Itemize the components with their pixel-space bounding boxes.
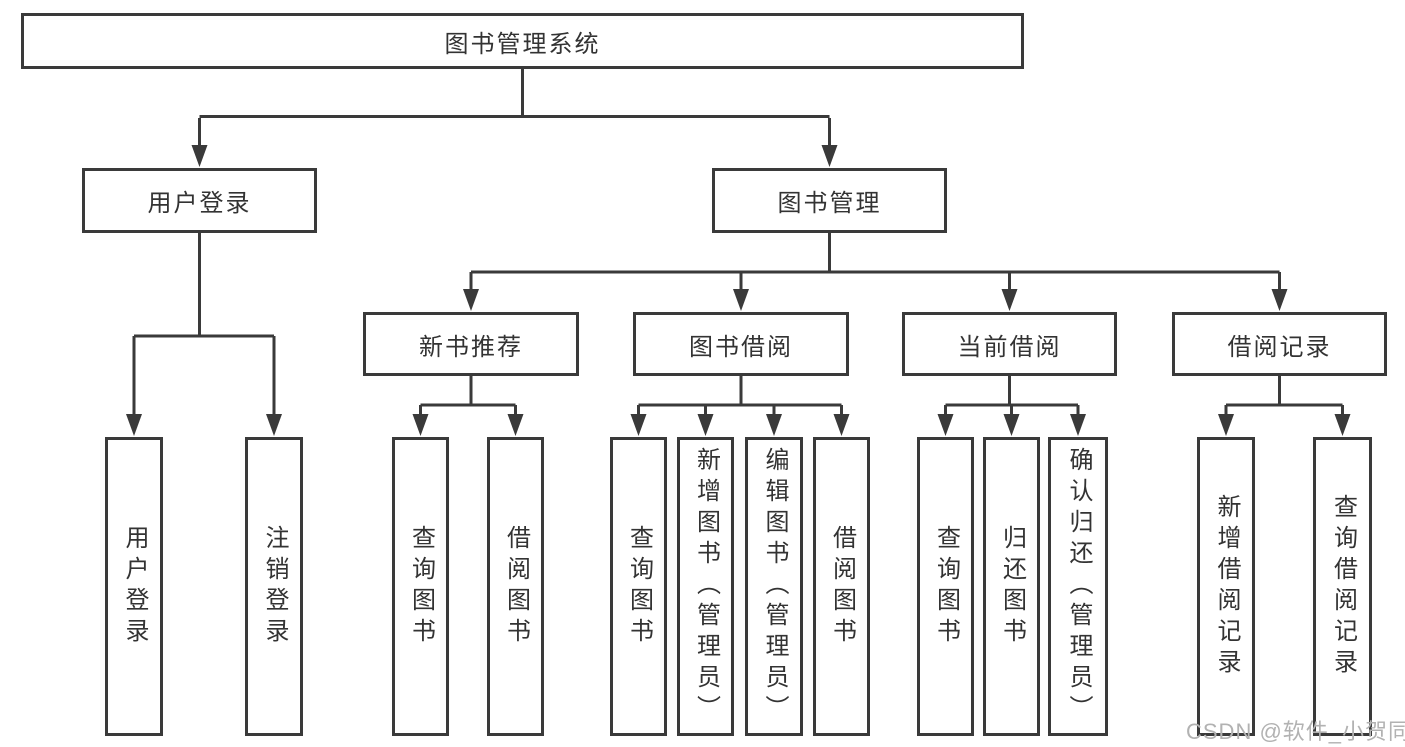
node-root: 图书管理系统 xyxy=(21,13,1024,69)
leaf-add-borrow-record: 新增借阅记录 xyxy=(1197,437,1255,736)
node-book-management: 图书管理 xyxy=(712,168,947,233)
node-new-book-recommend: 新书推荐 xyxy=(363,312,579,376)
node-user-login: 用户登录 xyxy=(82,168,317,233)
leaf-user-login: 用户登录 xyxy=(105,437,163,736)
leaf-return-books: 归还图书 xyxy=(983,437,1040,736)
leaf-logout: 注销登录 xyxy=(245,437,303,736)
leaf-borrow-books: 借阅图书 xyxy=(813,437,870,736)
arrowhead-icons xyxy=(126,145,1351,436)
csdn-watermark: CSDN @软件_小贺同学 xyxy=(1186,719,1405,744)
leaf-confirm-return-admin: 确认归还（管理员） xyxy=(1048,437,1108,736)
leaf-query-books-current: 查询图书 xyxy=(917,437,974,736)
leaf-borrow-books-recommend: 借阅图书 xyxy=(487,437,544,736)
leaf-query-books-recommend: 查询图书 xyxy=(392,437,449,736)
leaf-query-borrow-record: 查询借阅记录 xyxy=(1313,437,1372,736)
node-book-borrowing: 图书借阅 xyxy=(633,312,849,376)
leaf-query-books-borrowing: 查询图书 xyxy=(610,437,667,736)
node-current-borrowing: 当前借阅 xyxy=(902,312,1117,376)
node-borrowing-records: 借阅记录 xyxy=(1172,312,1387,376)
leaf-edit-books-admin: 编辑图书（管理员） xyxy=(745,437,803,736)
leaf-add-books-admin: 新增图书（管理员） xyxy=(677,437,734,736)
